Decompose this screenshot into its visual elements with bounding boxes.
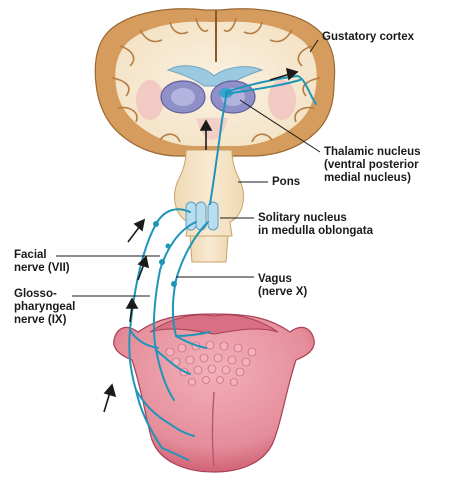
- pons-label: Pons: [272, 176, 300, 189]
- glossopharyngeal-nerve-label: Glosso- pharyngeal nerve (IX): [14, 288, 75, 327]
- solitary-nucleus-label: Solitary nucleus in medulla oblongata: [258, 212, 373, 238]
- thalamic-nucleus-label: Thalamic nucleus (ventral posterior medi…: [324, 146, 421, 185]
- facial-nerve-label: Facial nerve (VII): [14, 249, 70, 275]
- gustatory-cortex-label: Gustatory cortex: [322, 31, 414, 44]
- tongue: [114, 314, 315, 472]
- nerve-ganglia: [153, 221, 177, 287]
- vagus-nerve-label: Vagus (nerve X): [258, 273, 307, 299]
- brainstem: [175, 150, 244, 262]
- brain-section: [95, 9, 334, 156]
